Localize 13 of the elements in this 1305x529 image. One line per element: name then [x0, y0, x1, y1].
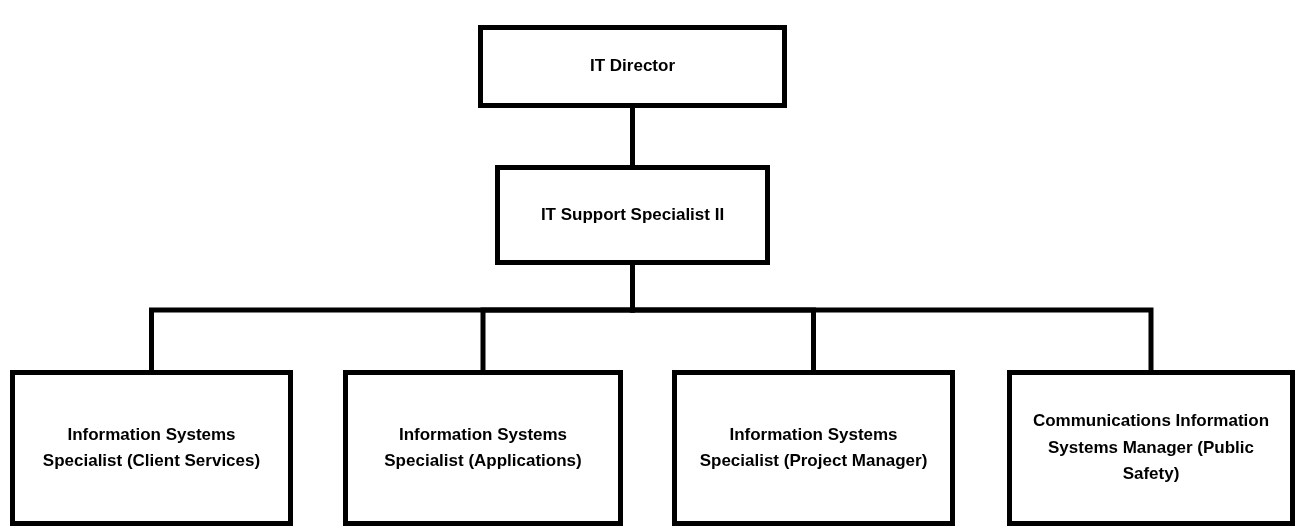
role-box	[343, 370, 623, 526]
role-title: IT Support Specialist II	[539, 203, 726, 226]
role-title: Information Systems Specialist (Applications)	[383, 423, 583, 472]
connector-line	[630, 108, 635, 165]
role-title: IT Director	[589, 55, 676, 78]
role-box	[672, 370, 955, 526]
role-title: Information Systems Specialist (Client Services)	[41, 423, 262, 472]
role-box	[478, 25, 787, 108]
role-box	[10, 370, 293, 526]
role-box	[495, 165, 770, 265]
role-box	[1007, 370, 1295, 526]
role-title: Communications Information Systems Manager (Public Safety)	[1031, 410, 1271, 486]
role-title: Information Systems Specialist (Project Manager)	[698, 423, 929, 472]
